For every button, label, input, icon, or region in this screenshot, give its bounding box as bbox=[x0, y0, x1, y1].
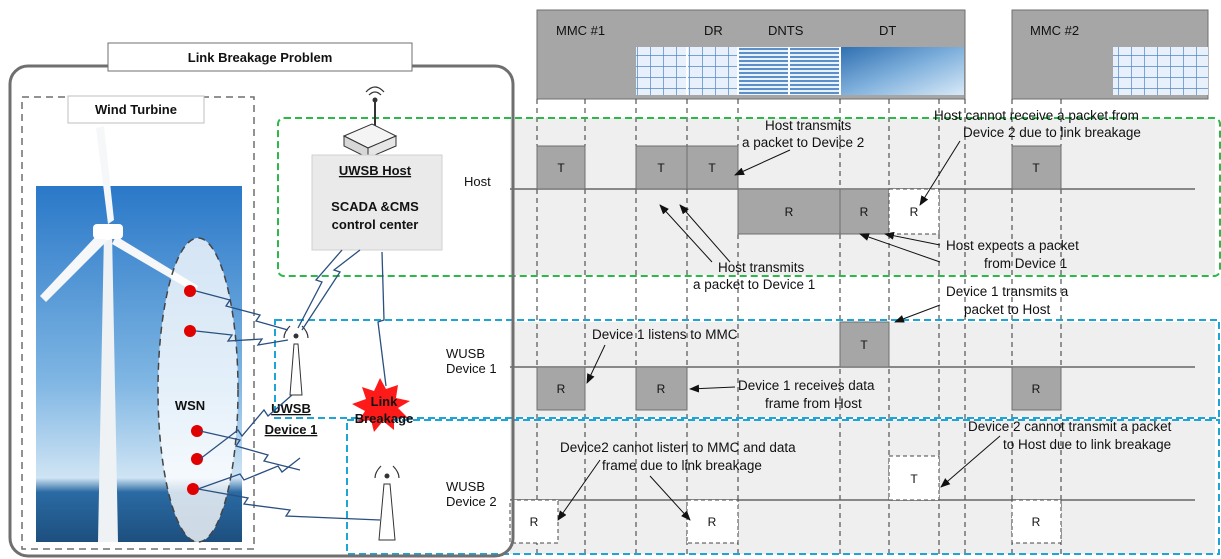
ann-d1-listens: Device 1 listens to MMC bbox=[592, 327, 738, 342]
ann-host-tx-d2-2: a packet to Device 2 bbox=[742, 135, 864, 150]
ann-d1-receives-2: frame from Host bbox=[765, 396, 862, 411]
sensor-node bbox=[187, 483, 199, 495]
sensor-node bbox=[184, 285, 196, 297]
mmc2-grid-pattern bbox=[1113, 47, 1208, 95]
svg-text:R: R bbox=[860, 205, 869, 219]
wsn-ellipse bbox=[157, 237, 239, 543]
svg-text:T: T bbox=[1032, 161, 1040, 175]
svg-text:R: R bbox=[708, 515, 717, 529]
host-group-border bbox=[277, 117, 1221, 277]
wsn-label: WSN bbox=[175, 398, 205, 413]
host-box-sub1: SCADA &CMS bbox=[331, 199, 419, 214]
svg-text:R: R bbox=[530, 515, 539, 529]
link-breakage-label-1: Link bbox=[371, 394, 398, 409]
panel-title: Link Breakage Problem bbox=[188, 50, 333, 65]
dt-gradient-block bbox=[840, 47, 964, 95]
ann-d2-cannot-tx-1: Device 2 cannot transmit a packet bbox=[968, 419, 1172, 434]
wind-turbine-label: Wind Turbine bbox=[95, 102, 177, 117]
host-slot-r-dt1 bbox=[839, 188, 890, 235]
host-slot-r-dt2-missing bbox=[888, 188, 940, 235]
dev1-slot-r-mmc1 bbox=[536, 366, 586, 411]
label-dr: DR bbox=[704, 23, 723, 38]
panel-title-box bbox=[107, 42, 413, 72]
ann-d1-tx-2: packet to Host bbox=[964, 302, 1051, 317]
ann-host-cannot-2: Device 2 due to link breakage bbox=[963, 125, 1141, 140]
row-label-dev2-b: Device 2 bbox=[446, 494, 497, 509]
router-icon bbox=[342, 86, 398, 159]
device1-group-border bbox=[274, 319, 1220, 419]
wind-turbine-label-box bbox=[67, 95, 205, 124]
svg-text:R: R bbox=[1032, 382, 1041, 396]
device2-slots: T R R R bbox=[509, 455, 1062, 544]
host-box bbox=[311, 154, 443, 251]
sensor-node bbox=[184, 325, 196, 337]
ann-host-expects-1: Host expects a packet bbox=[946, 238, 1079, 253]
svg-text:R: R bbox=[785, 205, 794, 219]
svg-text:T: T bbox=[557, 161, 565, 175]
dev2-slot-r-mmc1 bbox=[509, 499, 559, 544]
label-mmc2: MMC #2 bbox=[1030, 23, 1079, 38]
svg-text:R: R bbox=[657, 382, 666, 396]
svg-text:T: T bbox=[910, 472, 918, 486]
host-slot-t-dr1 bbox=[635, 145, 688, 190]
dev1-slot-r-dr bbox=[635, 366, 688, 411]
device1-antenna-icon bbox=[283, 325, 309, 396]
ann-host-tx-d2-1: Host transmits bbox=[765, 118, 852, 133]
dev1-slot-t-dt bbox=[839, 321, 890, 368]
svg-text:R: R bbox=[910, 205, 919, 219]
label-dt: DT bbox=[879, 23, 896, 38]
ann-host-expects-2: from Device 1 bbox=[984, 256, 1067, 271]
row-label-dev1-a: WUSB bbox=[446, 346, 485, 361]
row-label-host: Host bbox=[464, 174, 491, 189]
dev2-slot-r-mmc2 bbox=[1011, 499, 1062, 544]
annotations: Host cannot receive a packet from Device… bbox=[560, 108, 1172, 473]
ann-host-cannot-1: Host cannot receive a packet from bbox=[934, 108, 1139, 123]
wireless-links bbox=[195, 249, 387, 521]
host-slot-t-dr2 bbox=[686, 145, 739, 190]
label-mmc1: MMC #1 bbox=[556, 23, 605, 38]
ann-host-tx-d1-1: Host transmits bbox=[718, 260, 805, 275]
dev2-slot-t-dt bbox=[888, 455, 940, 501]
ann-d2-cannot-listen-2: frame due to link breakage bbox=[602, 458, 762, 473]
sensor-node bbox=[191, 425, 203, 437]
row-label-dev2-a: WUSB bbox=[446, 479, 485, 494]
svg-text:T: T bbox=[657, 161, 665, 175]
host-box-sub2: control center bbox=[332, 217, 419, 232]
ann-d2-cannot-listen-1: Device2 cannot listen to MMC and data bbox=[560, 440, 796, 455]
dev2-slot-r-dr bbox=[686, 499, 739, 544]
device2-group-border bbox=[346, 419, 1220, 555]
svg-text:R: R bbox=[1032, 515, 1041, 529]
host-slot-t-mmc1 bbox=[536, 145, 586, 190]
host-box-title: UWSB Host bbox=[339, 163, 412, 178]
sensor-node bbox=[191, 453, 203, 465]
svg-text:R: R bbox=[557, 382, 566, 396]
host-slot-r-dnts bbox=[737, 188, 841, 235]
host-slots: T T T R R R T bbox=[536, 145, 1062, 235]
wsn-sensor-nodes bbox=[184, 285, 203, 495]
svg-text:T: T bbox=[860, 338, 868, 352]
link-breakage-burst bbox=[352, 378, 410, 432]
device1-slots: T R R R bbox=[536, 321, 1062, 411]
device2-antenna-icon bbox=[374, 465, 400, 541]
wind-turbine-box bbox=[21, 96, 255, 550]
row-label-dev1-b: Device 1 bbox=[446, 361, 497, 376]
device1-label-2: Device 1 bbox=[265, 422, 318, 437]
ann-host-tx-d1-2: a packet to Device 1 bbox=[693, 277, 815, 292]
device2-zone-shading bbox=[510, 420, 1215, 554]
dev1-slot-r-mmc2 bbox=[1011, 366, 1062, 411]
host-slot-t-mmc2 bbox=[1011, 145, 1062, 190]
link-breakage-label-2: Breakage bbox=[355, 411, 414, 426]
ann-d1-receives-1: Device 1 receives data bbox=[738, 378, 875, 393]
ann-d1-tx-1: Device 1 transmits a bbox=[946, 284, 1069, 299]
label-dnts: DNTS bbox=[768, 23, 804, 38]
annotation-arrows bbox=[557, 140, 1001, 521]
svg-text:T: T bbox=[708, 161, 716, 175]
ann-d2-cannot-tx-2: to Host due to link breakage bbox=[1003, 437, 1171, 452]
